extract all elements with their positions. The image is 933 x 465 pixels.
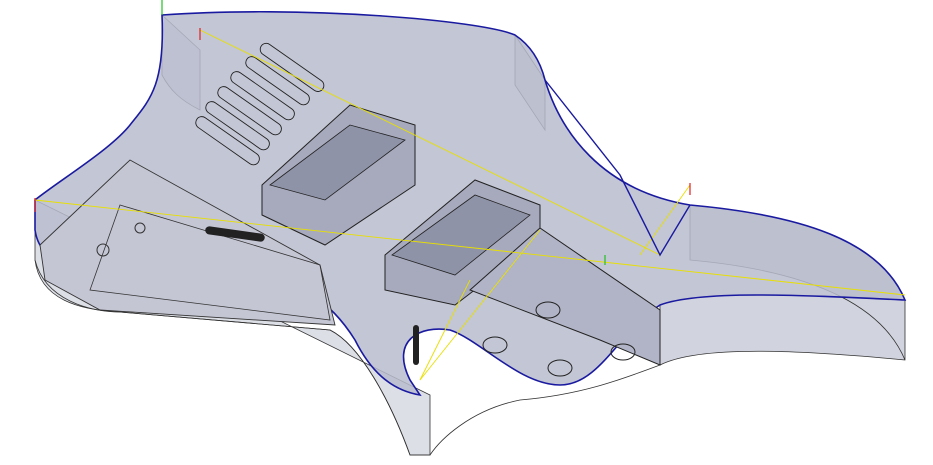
pot-hole [134, 222, 146, 234]
selected-edge [544, 79, 691, 257]
construction-lines [34, 29, 906, 381]
mounting-holes [482, 301, 636, 377]
jack-hole [413, 325, 419, 365]
control-plate-slot [89, 204, 331, 321]
bridge-saddles [195, 42, 325, 166]
control-cavity [39, 159, 336, 326]
switch-slot [205, 226, 265, 242]
neck-pickup-floor [269, 124, 406, 201]
rear-cavity [469, 227, 661, 366]
bridge-pickup-floor [391, 194, 531, 276]
pot-hole [96, 243, 110, 257]
